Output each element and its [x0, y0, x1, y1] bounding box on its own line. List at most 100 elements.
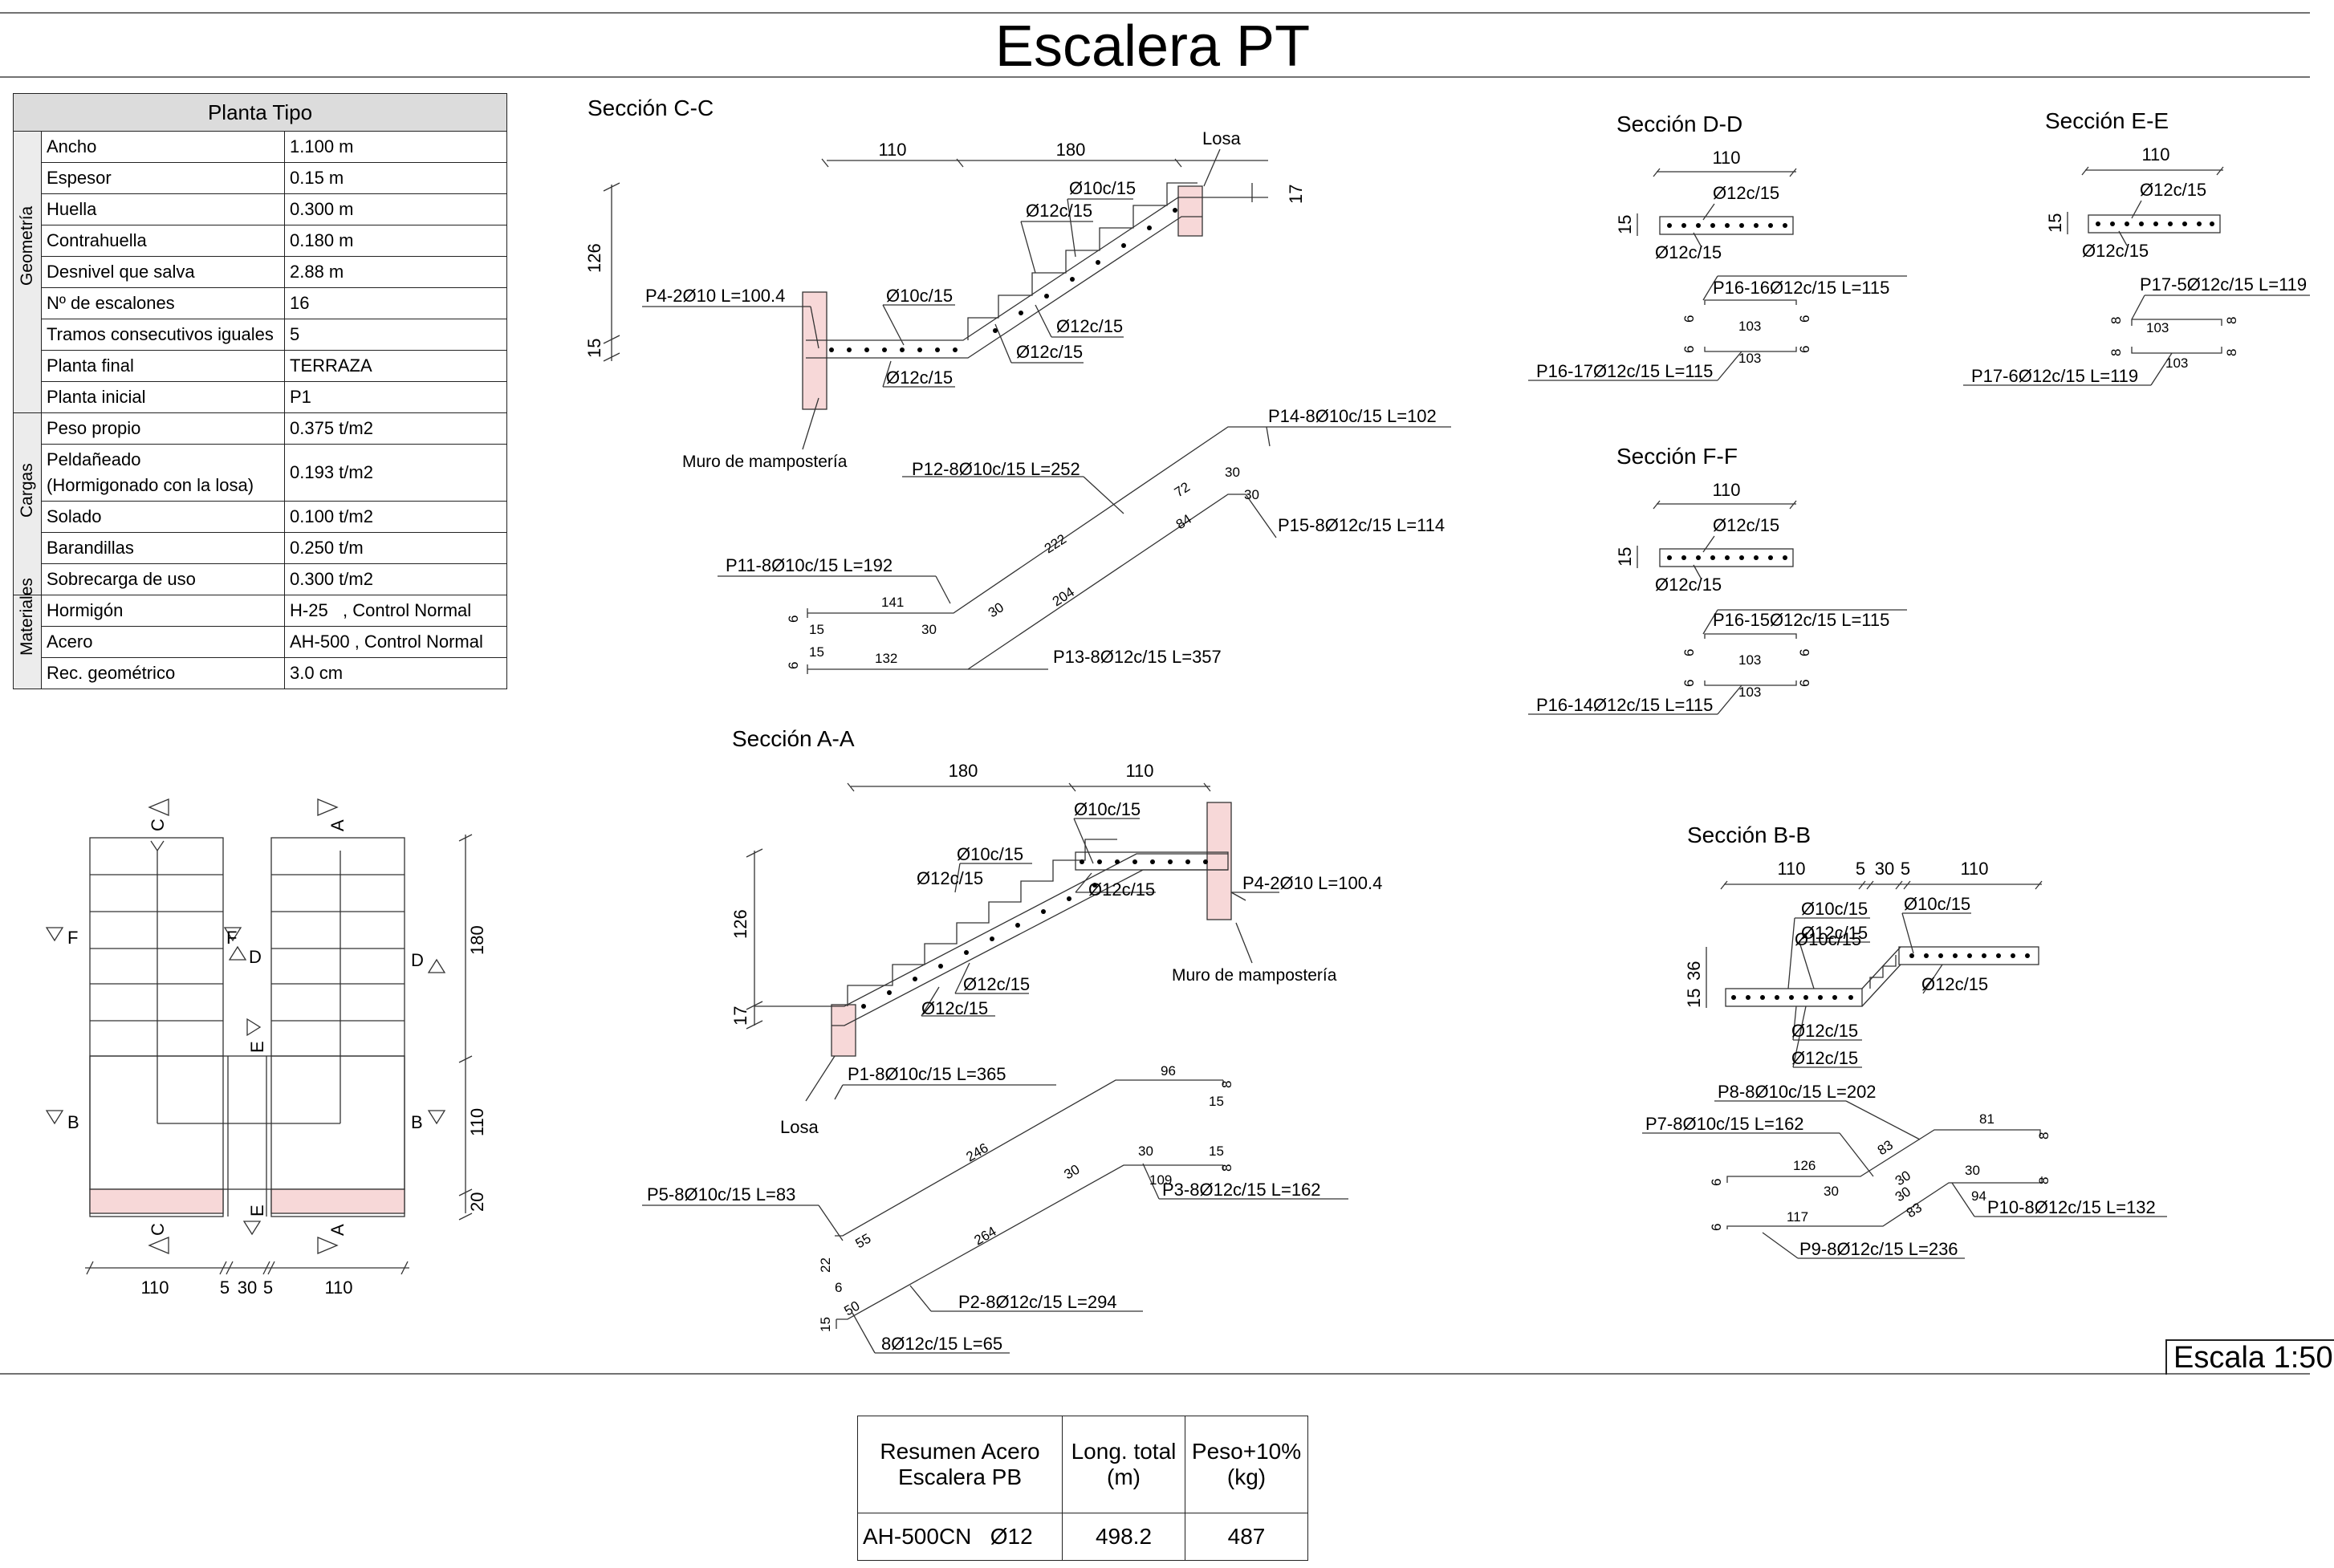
prop-value: 0.15 m — [284, 162, 507, 194]
bb-n81: 81 — [1979, 1111, 1994, 1127]
dd-n6d: 6 — [1797, 346, 1812, 353]
aa-n22: 22 — [818, 1257, 833, 1273]
bb-dim-110a: 110 — [1777, 859, 1805, 879]
group-cargas: Cargas — [13, 412, 42, 595]
bb-n30d: 30 — [1965, 1163, 1980, 1178]
dd-n103a: 103 — [1738, 319, 1761, 334]
prop-value: 16 — [284, 287, 507, 319]
cc-n6a: 6 — [786, 615, 801, 623]
bb-n83a: 83 — [1875, 1137, 1896, 1158]
aa-p4: P4-2Ø10 L=100.4 — [1242, 873, 1382, 893]
aa-rebar-2: Ø10c/15 — [957, 844, 1023, 864]
cc-n141: 141 — [881, 595, 904, 610]
cc-rebar-1: Ø10c/15 — [1069, 178, 1136, 198]
marker-f-right: F — [226, 928, 237, 948]
prop-key: Nº de escalones — [41, 287, 285, 319]
bb-rebar-5: Ø12c/15 — [1921, 974, 1988, 994]
aa-rebar-3: Ø12c/15 — [917, 868, 983, 888]
ff-n6b: 6 — [1797, 649, 1812, 656]
properties-table-header: Planta Tipo — [13, 93, 507, 132]
cc-n222: 222 — [1042, 531, 1069, 556]
section-aa-title: Sección A-A — [732, 726, 855, 751]
cc-n6b: 6 — [786, 662, 801, 669]
cc-rebar-5: Ø12c/15 — [1016, 342, 1083, 362]
prop-key: Barandillas — [41, 532, 285, 564]
cc-n15b: 15 — [809, 644, 824, 660]
prop-key: Tramos consecutivos iguales — [41, 319, 285, 351]
cc-dim-180: 180 — [1056, 140, 1086, 160]
dim-s1: 5 — [220, 1278, 230, 1298]
bb-n30a: 30 — [1824, 1184, 1839, 1199]
ee-dim-15: 15 — [2045, 213, 2065, 233]
prop-key: Sobrecarga de uso — [41, 563, 285, 595]
group-label-cargas: Cargas — [18, 463, 36, 518]
aa-dim-180: 180 — [949, 761, 978, 781]
cc-n72: 72 — [1172, 479, 1193, 500]
prop-value: 2.88 m — [284, 256, 507, 288]
prop-key: Solado — [41, 501, 285, 533]
section-ee-title: Sección E-E — [2045, 108, 2169, 133]
ee-n8a: 8 — [2108, 317, 2124, 324]
bb-p7: P7-8Ø10c/15 L=162 — [1645, 1114, 1804, 1134]
aa-rebar-4: Ø12c/15 — [1088, 879, 1155, 900]
prop-value: 0.300 t/m2 — [284, 563, 507, 595]
prop-value: 0.375 t/m2 — [284, 412, 507, 445]
bb-n126: 126 — [1793, 1158, 1816, 1173]
ee-n103b: 103 — [2165, 355, 2188, 371]
prop-key: Planta final — [41, 350, 285, 382]
marker-e-bottom: E — [247, 1204, 267, 1217]
prop-value: 3.0 cm — [284, 657, 507, 689]
cc-dim-126: 126 — [584, 243, 604, 273]
marker-b-left: B — [67, 1112, 79, 1132]
cc-p11: P11-8Ø10c/15 L=192 — [726, 555, 893, 575]
ff-n6c: 6 — [1681, 680, 1697, 687]
bb-dim-5b: 5 — [1901, 859, 1910, 879]
marker-a-top: A — [327, 819, 348, 831]
dd-n103b: 103 — [1738, 351, 1761, 366]
summary-h2-line1: Long. total — [1071, 1439, 1177, 1464]
aa-rebar-6: Ø12c/15 — [921, 998, 988, 1018]
prop-key-line1: Peldañeado — [47, 449, 141, 469]
cc-losa-label: Losa — [1202, 128, 1241, 148]
ff-n6a: 6 — [1681, 649, 1697, 656]
cc-p13: P13-8Ø12c/15 L=357 — [1053, 647, 1222, 667]
cc-n132: 132 — [875, 651, 897, 666]
section-ee: Sección E-E 110 15 Ø12c/15 Ø12c/15 P17-5… — [1963, 108, 2310, 386]
dd-rebar-2: Ø12c/15 — [1655, 242, 1722, 262]
summary-length: 498.2 — [1062, 1513, 1185, 1561]
prop-key: Hormigón — [41, 595, 285, 627]
prop-value: 0.193 t/m2 — [284, 444, 507, 502]
dim-s2: 30 — [238, 1278, 257, 1298]
bb-rebar-6: Ø12c/15 — [1791, 1021, 1858, 1041]
bb-dim-36: 36 — [1684, 961, 1704, 981]
dim-110: 110 — [467, 1108, 487, 1136]
cc-dim-110: 110 — [878, 140, 906, 160]
prop-value: 0.100 t/m2 — [284, 501, 507, 533]
marker-b-right: B — [411, 1112, 423, 1132]
ff-p14: P16-14Ø12c/15 L=115 — [1536, 695, 1713, 715]
cc-rebar-3: Ø10c/15 — [886, 286, 953, 306]
cc-p15: P15-8Ø12c/15 L=114 — [1278, 515, 1445, 535]
ee-n8d: 8 — [2224, 349, 2239, 356]
ee-rebar-2: Ø12c/15 — [2082, 241, 2149, 261]
bb-n94: 94 — [1971, 1188, 1986, 1204]
prop-value: 0.300 m — [284, 193, 507, 225]
aa-losa-label: Losa — [780, 1117, 819, 1137]
prop-key: Huella — [41, 193, 285, 225]
ff-n6d: 6 — [1797, 680, 1812, 687]
prop-value: H-25 , Control Normal — [284, 595, 507, 627]
marker-d-left: D — [249, 947, 262, 967]
bb-rebar-2: Ø10c/15 — [1795, 929, 1861, 949]
cc-n204: 204 — [1050, 584, 1077, 609]
section-cc-title: Sección C-C — [588, 95, 714, 120]
section-ff: Sección F-F 110 15 Ø12c/15 Ø12c/15 P16-1… — [1528, 444, 1907, 715]
cc-p4: P4-2Ø10 L=100.4 — [645, 286, 785, 306]
cc-n30d: 30 — [921, 622, 937, 637]
dd-dim-15: 15 — [1615, 215, 1635, 234]
bb-n8a: 8 — [2036, 1132, 2051, 1139]
bb-dim-15: 15 — [1684, 989, 1704, 1008]
aa-dim-17: 17 — [730, 1006, 750, 1026]
bb-dim-110b: 110 — [1960, 859, 1988, 879]
scale-label: Escala 1:50 — [2165, 1339, 2334, 1375]
